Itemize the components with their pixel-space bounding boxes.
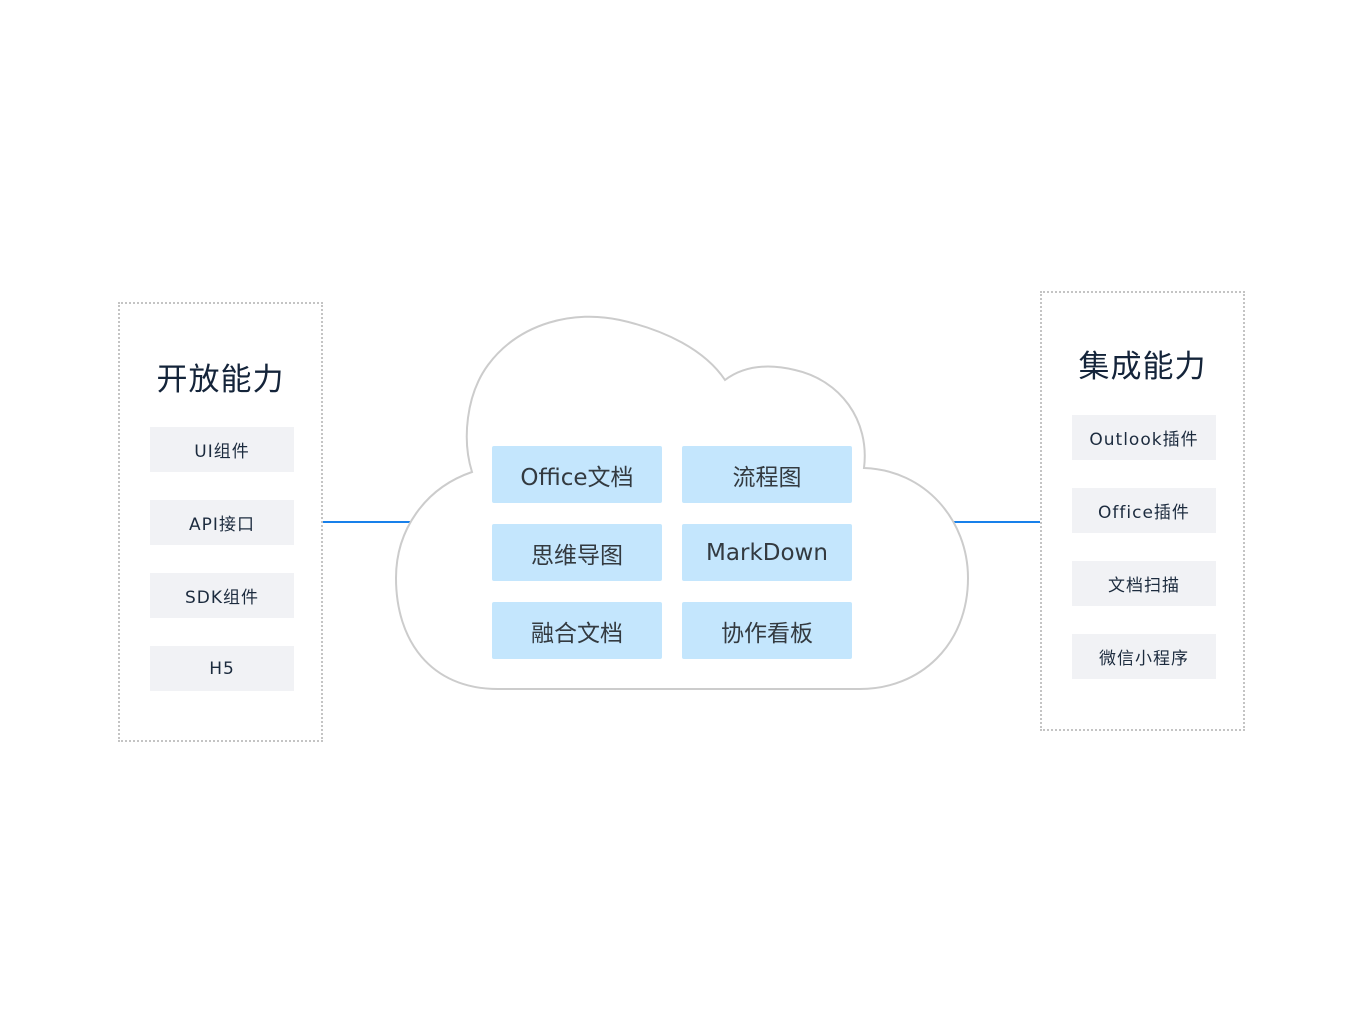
open-capabilities-panel: 开放能力 UI组件 API接口 SDK组件 H5 [118,302,323,742]
item-office-plugin[interactable]: Office插件 [1072,488,1216,533]
tile-fused-docs[interactable]: 融合文档 [492,602,662,659]
item-api[interactable]: API接口 [150,500,294,545]
item-doc-scan[interactable]: 文档扫描 [1072,561,1216,606]
left-connector-line [323,521,411,523]
item-h5[interactable]: H5 [150,646,294,691]
cloud-outline [394,315,970,690]
tile-office-docs[interactable]: Office文档 [492,446,662,503]
right-connector-line [954,521,1040,523]
item-wechat-miniprogram[interactable]: 微信小程序 [1072,634,1216,679]
tile-kanban[interactable]: 协作看板 [682,602,852,659]
item-outlook-plugin[interactable]: Outlook插件 [1072,415,1216,460]
item-ui-components[interactable]: UI组件 [150,427,294,472]
integration-capabilities-title: 集成能力 [1078,349,1207,385]
tile-markdown[interactable]: MarkDown [682,524,852,581]
item-sdk[interactable]: SDK组件 [150,573,294,618]
open-capabilities-title: 开放能力 [156,362,285,398]
tile-flowchart[interactable]: 流程图 [682,446,852,503]
tile-mindmap[interactable]: 思维导图 [492,524,662,581]
integration-capabilities-panel: 集成能力 Outlook插件 Office插件 文档扫描 微信小程序 [1040,291,1245,731]
